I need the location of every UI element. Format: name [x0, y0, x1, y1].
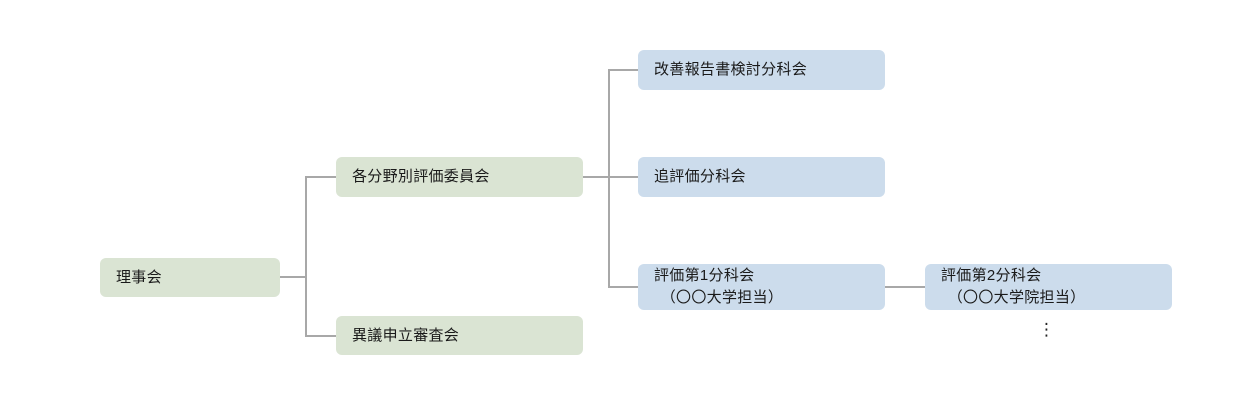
connector-bunya-spine — [608, 69, 610, 287]
node-board-of-directors-label: 理事会 — [116, 268, 162, 286]
connector-root-spine — [305, 176, 307, 336]
connector-to-objection-committee — [305, 335, 337, 337]
connector-to-bunya-committee — [305, 176, 337, 178]
node-second-evaluation-subcommittee-sublabel: （〇〇大学院担当） — [947, 289, 1086, 306]
connector-first-to-second-subcommittee — [885, 286, 925, 288]
node-improvement-report-subcommittee-label: 改善報告書検討分科会 — [654, 61, 808, 79]
node-second-evaluation-subcommittee-label: 評価第2分科会 — [941, 267, 1042, 285]
node-field-evaluation-committee[interactable]: 各分野別評価委員会 — [336, 157, 583, 197]
node-first-evaluation-subcommittee-sublabel: （〇〇大学担当） — [660, 289, 784, 306]
connector-bunya-stub — [583, 176, 609, 178]
connector-root-stub — [280, 276, 306, 278]
node-second-evaluation-subcommittee[interactable]: 評価第2分科会 （〇〇大学院担当） — [925, 264, 1172, 310]
node-board-of-directors[interactable]: 理事会 — [100, 258, 280, 297]
connector-to-first-subcommittee — [608, 286, 639, 288]
connector-to-kaizen-subcommittee — [608, 69, 639, 71]
node-follow-up-evaluation-subcommittee[interactable]: 追評価分科会 — [638, 157, 885, 197]
node-objection-review-committee-label: 異議申立審査会 — [352, 326, 460, 344]
node-field-evaluation-committee-label: 各分野別評価委員会 — [352, 168, 490, 186]
node-improvement-report-subcommittee[interactable]: 改善報告書検討分科会 — [638, 50, 885, 90]
connector-to-tsui-subcommittee — [608, 176, 639, 178]
node-first-evaluation-subcommittee[interactable]: 評価第1分科会 （〇〇大学担当） — [638, 264, 885, 310]
continuation-ellipsis-icon: ⋮ — [1038, 320, 1055, 340]
node-first-evaluation-subcommittee-label: 評価第1分科会 — [654, 267, 755, 285]
node-follow-up-evaluation-subcommittee-label: 追評価分科会 — [654, 168, 746, 186]
node-objection-review-committee[interactable]: 異議申立審査会 — [336, 316, 583, 355]
